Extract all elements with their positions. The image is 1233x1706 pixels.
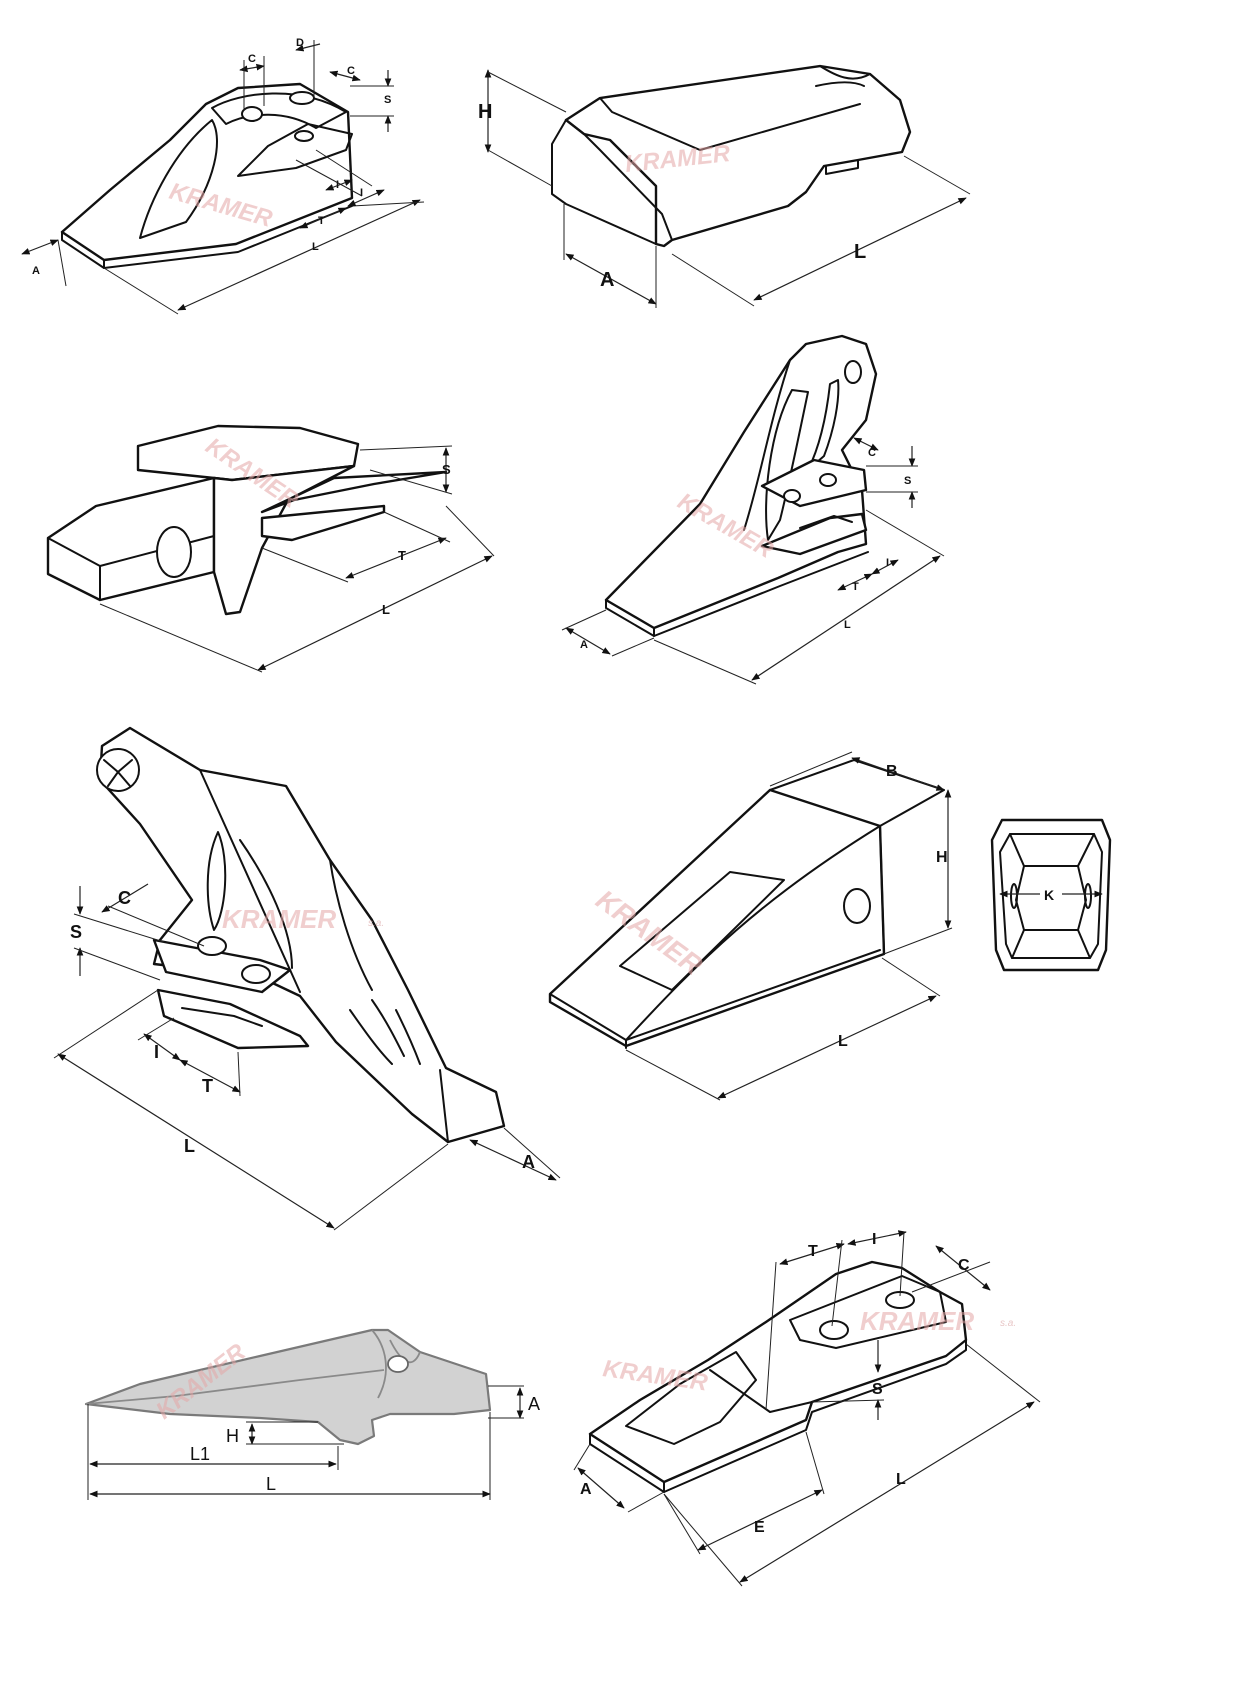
tooth-4-label-c: C	[868, 447, 876, 459]
tooth-1-label-c2: C	[347, 65, 355, 77]
adapter-3-drawing: S T L KRAMER	[46, 424, 495, 673]
tooth-8-label-t: T	[808, 1243, 818, 1260]
tooth-6-drawing: B H L KRAMER K	[548, 751, 1112, 1101]
tooth-8-drawing: T I C S L E A KRAMER s.a. KRAMER	[573, 1230, 1041, 1587]
tooth-6-label-l: L	[838, 1033, 848, 1050]
tooth-8-label-s: S	[872, 1381, 883, 1398]
tooth-5-watermark: KRAMER	[222, 904, 336, 934]
tooth-6-section: K	[990, 818, 1112, 972]
tooth-8-label-c: C	[958, 1257, 970, 1274]
tooth-4-label-a: A	[580, 639, 588, 651]
tooth-1-label-a: A	[32, 265, 40, 277]
tooth-8-watermark-top: KRAMER	[860, 1306, 974, 1336]
tooth-1-label-t: T	[318, 215, 325, 227]
tooth-7-label-h: H	[226, 1426, 239, 1446]
tooth-7-label-l: L	[266, 1474, 276, 1494]
tooth-5-watermark-suffix: s.a.	[368, 918, 384, 929]
tooth-5-label-t: T	[202, 1076, 213, 1096]
tooth-8-label-i: I	[872, 1231, 876, 1248]
tooth-1-label-i2: I	[360, 187, 363, 199]
tooth-5-drawing: C S I T L A KRAMER s.a.	[53, 726, 561, 1231]
adapter-2-label-a: A	[600, 269, 614, 291]
tooth-1-label-i1: I	[336, 179, 339, 191]
tooth-4-label-i: I	[886, 557, 889, 569]
tooth-1-label-d: D	[296, 37, 304, 49]
tooth-1-drawing: C D C S I T I L A KRAMER	[21, 37, 425, 315]
tooth-4-drawing: C S T I L A KRAMER	[561, 334, 945, 685]
tooth-6-label-h: H	[936, 849, 948, 866]
tooth-5-label-s: S	[70, 922, 82, 942]
tooth-8-label-a: A	[580, 1481, 592, 1498]
tooth-5-label-a: A	[522, 1152, 535, 1172]
tooth-6-label-k: K	[1044, 887, 1054, 903]
tooth-6-label-b: B	[886, 763, 898, 780]
tooth-5-label-l: L	[184, 1136, 195, 1156]
adapter-3-label-t: T	[398, 548, 406, 563]
adapter-2-label-l: L	[854, 241, 866, 263]
tooth-7-label-a: A	[528, 1394, 540, 1414]
tooth-4-label-l: L	[844, 619, 851, 631]
adapter-3-label-l: L	[382, 602, 390, 617]
tooth-7-label-l1: L1	[190, 1444, 210, 1464]
adapter-2-label-h: H	[478, 101, 492, 123]
tooth-4-label-t: T	[852, 581, 859, 593]
tooth-8-label-e: E	[754, 1519, 765, 1536]
tooth-4-label-s: S	[904, 475, 911, 487]
tooth-1-label-s: S	[384, 94, 391, 106]
tooth-5-label-i: I	[154, 1042, 159, 1062]
tooth-5-label-c: C	[118, 888, 131, 908]
adapter-2-drawing: H A L KRAMER	[478, 64, 971, 308]
tooth-1-label-l: L	[312, 241, 319, 253]
tooth-8-watermark-suffix: s.a.	[1000, 1318, 1016, 1329]
tooth-7-drawing: A H L1 L KRAMER	[84, 1328, 540, 1500]
adapter-3-label-s: S	[442, 462, 451, 477]
tooth-8-label-l: L	[896, 1471, 906, 1488]
tooth-1-label-c1: C	[248, 53, 256, 65]
